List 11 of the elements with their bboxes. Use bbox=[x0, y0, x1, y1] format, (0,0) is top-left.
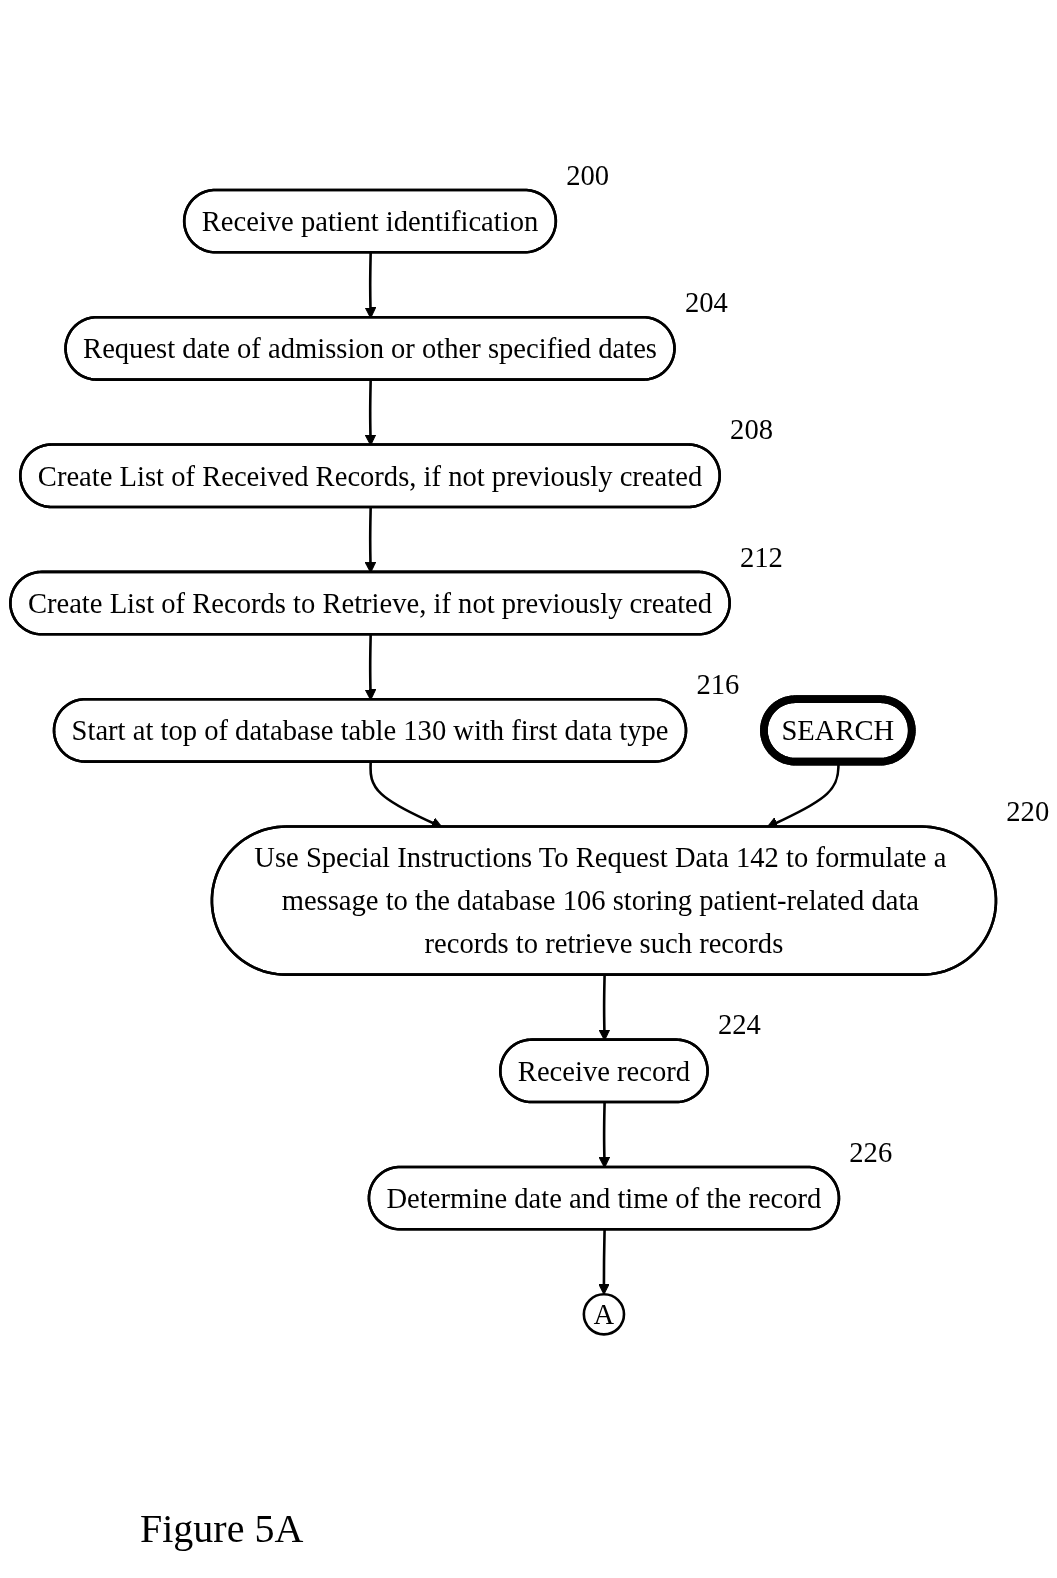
reference-number: 200 bbox=[566, 159, 610, 191]
reference-number: 220 bbox=[1006, 796, 1050, 828]
reference-number: 212 bbox=[740, 541, 783, 573]
reference-number: 208 bbox=[730, 414, 773, 446]
reference-number: 204 bbox=[684, 287, 728, 319]
figure-caption: Figure 5A bbox=[140, 1505, 304, 1552]
node-circle: A bbox=[582, 1293, 626, 1336]
reference-number: 216 bbox=[696, 669, 740, 701]
arrow bbox=[598, 1229, 610, 1295]
reference-number: 224 bbox=[717, 1009, 761, 1041]
reference-number: 226 bbox=[849, 1136, 893, 1168]
